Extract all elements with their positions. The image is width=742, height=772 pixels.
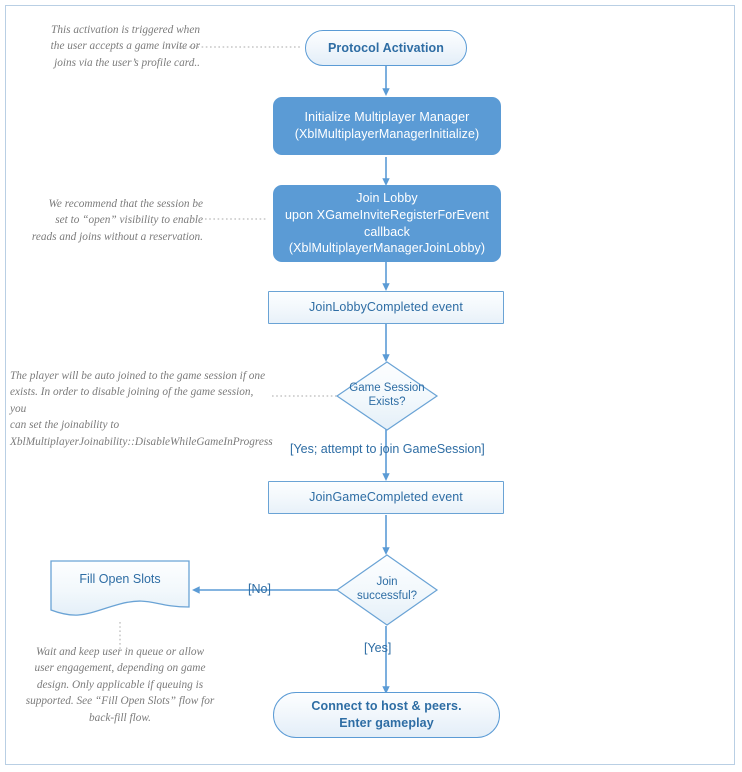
note-fill-open-slots-line2: user engagement, depending on game <box>34 662 206 675</box>
node-connect-to-host-line1: Connect to host & peers. <box>311 699 462 714</box>
node-join-lobby-completed-label: JoinLobbyCompleted event <box>309 300 463 315</box>
note-join-lobby-line3: reads and joins without a reservation. <box>31 230 203 243</box>
node-initialize-line2: (XblMultiplayerManagerInitialize) <box>294 127 480 141</box>
note-game-session-exists-line2: exists. In order to disable joining of t… <box>10 386 254 415</box>
node-game-session-exists-label[interactable]: Game Session Exists? <box>337 381 437 410</box>
node-connect-to-host[interactable]: Connect to host & peers. Enter gameplay <box>273 692 500 738</box>
node-fill-open-slots-label[interactable]: Fill Open Slots <box>79 572 161 586</box>
node-join-lobby-line3: callback <box>364 224 410 239</box>
node-join-game-completed-label: JoinGameCompleted event <box>309 490 463 505</box>
note-fill-open-slots-line4: supported. See “Fill Open Slots” flow fo… <box>25 695 215 708</box>
note-fill-open-slots-line5: back-fill flow. <box>89 711 151 724</box>
note-join-lobby: We recommend that the session be set to … <box>18 196 203 245</box>
note-protocol-activation: This activation is triggered when the us… <box>12 22 200 71</box>
note-fill-open-slots-line3: design. Only applicable if queuing is <box>36 678 204 691</box>
edge-label-yes: [Yes] <box>364 641 392 655</box>
edge-label-no: [No] <box>248 582 271 596</box>
note-protocol-activation-line1: This activation is triggered when <box>51 24 200 36</box>
note-game-session-exists-line4: XblMultiplayerJoinability::DisableWhileG… <box>10 435 273 448</box>
node-game-session-exists-line2: Exists? <box>368 396 406 409</box>
note-game-session-exists-line3: can set the joinability to <box>10 419 120 432</box>
note-protocol-activation-line3: joins via the user’s profile card.. <box>54 56 200 69</box>
node-initialize-multiplayer-manager[interactable]: Initialize Multiplayer Manager (XblMulti… <box>273 97 501 155</box>
node-game-session-exists-line1: Game Session <box>349 382 425 394</box>
node-join-lobby-line2: upon XGameInviteRegisterForEvent <box>285 207 489 222</box>
node-join-successful-line2: successful? <box>356 590 418 603</box>
node-join-lobby-line1: Join Lobby <box>356 191 418 206</box>
note-join-lobby-line1: We recommend that the session be <box>48 198 203 210</box>
note-game-session-exists: The player will be auto joined to the ga… <box>10 368 273 450</box>
node-connect-to-host-line2: Enter gameplay <box>339 716 434 730</box>
node-join-lobby[interactable]: Join Lobby upon XGameInviteRegisterForEv… <box>273 185 501 262</box>
node-join-successful-line1: Join <box>376 576 398 588</box>
node-protocol-activation[interactable]: Protocol Activation <box>305 30 467 66</box>
note-protocol-activation-line2: the user accepts a game invite or <box>50 40 200 53</box>
node-protocol-activation-label: Protocol Activation <box>327 40 445 55</box>
node-join-game-completed[interactable]: JoinGameCompleted event <box>268 481 504 514</box>
node-join-lobby-line4: (XblMultiplayerManagerJoinLobby) <box>288 241 486 256</box>
edge-label-yes-attempt-join: [Yes; attempt to join GameSession] <box>290 442 485 456</box>
node-join-lobby-completed[interactable]: JoinLobbyCompleted event <box>268 291 504 324</box>
node-join-successful-label[interactable]: Join successful? <box>337 575 437 604</box>
note-join-lobby-line2: set to “open” visibility to enable <box>55 214 203 227</box>
note-fill-open-slots: Wait and keep user in queue or allow use… <box>18 644 222 726</box>
note-game-session-exists-line1: The player will be auto joined to the ga… <box>10 370 266 382</box>
node-initialize-line1: Initialize Multiplayer Manager <box>304 110 470 125</box>
note-fill-open-slots-line1: Wait and keep user in queue or allow <box>35 646 205 658</box>
